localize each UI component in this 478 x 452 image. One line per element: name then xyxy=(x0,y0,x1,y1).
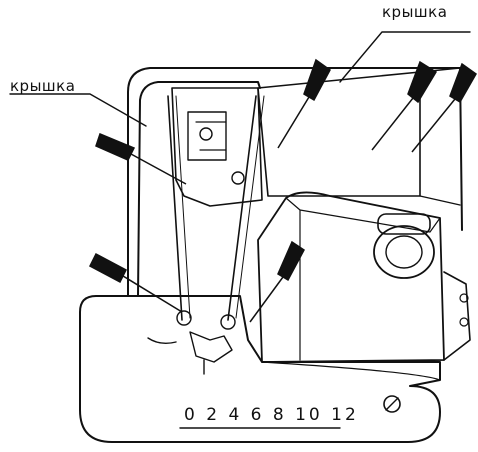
mechanism-block xyxy=(187,111,227,161)
head-inner-outline xyxy=(137,81,261,297)
handwheel xyxy=(373,225,435,279)
side-bracket xyxy=(443,271,471,361)
part-code: 0 2 4 6 8 10 12 xyxy=(184,405,359,425)
screwdriver-pointer-5 xyxy=(89,252,183,313)
mechanism-knob xyxy=(231,171,245,185)
arm-housing xyxy=(257,191,445,363)
guide-rod-right xyxy=(227,95,257,321)
screwdriver-pointer-1 xyxy=(277,58,331,149)
guide-rod-left xyxy=(167,95,183,321)
screwdriver-pointer-3 xyxy=(411,62,477,153)
front-cover-panel xyxy=(171,87,263,207)
needle-assembly xyxy=(147,310,236,375)
machine-bed xyxy=(79,295,441,443)
upper-face-panel xyxy=(257,71,421,197)
label-leader-left xyxy=(9,93,147,127)
cover-label-top: крышка xyxy=(382,3,448,21)
screwdriver-pointer-2 xyxy=(371,60,438,151)
screwdriver-pointer-6 xyxy=(249,240,305,323)
cover-label-left: крышка xyxy=(10,77,76,95)
screwdriver-pointer-4 xyxy=(95,133,187,185)
label-leader-top xyxy=(339,31,471,83)
machine-head-outline xyxy=(127,67,463,297)
bed-screw xyxy=(383,395,401,413)
